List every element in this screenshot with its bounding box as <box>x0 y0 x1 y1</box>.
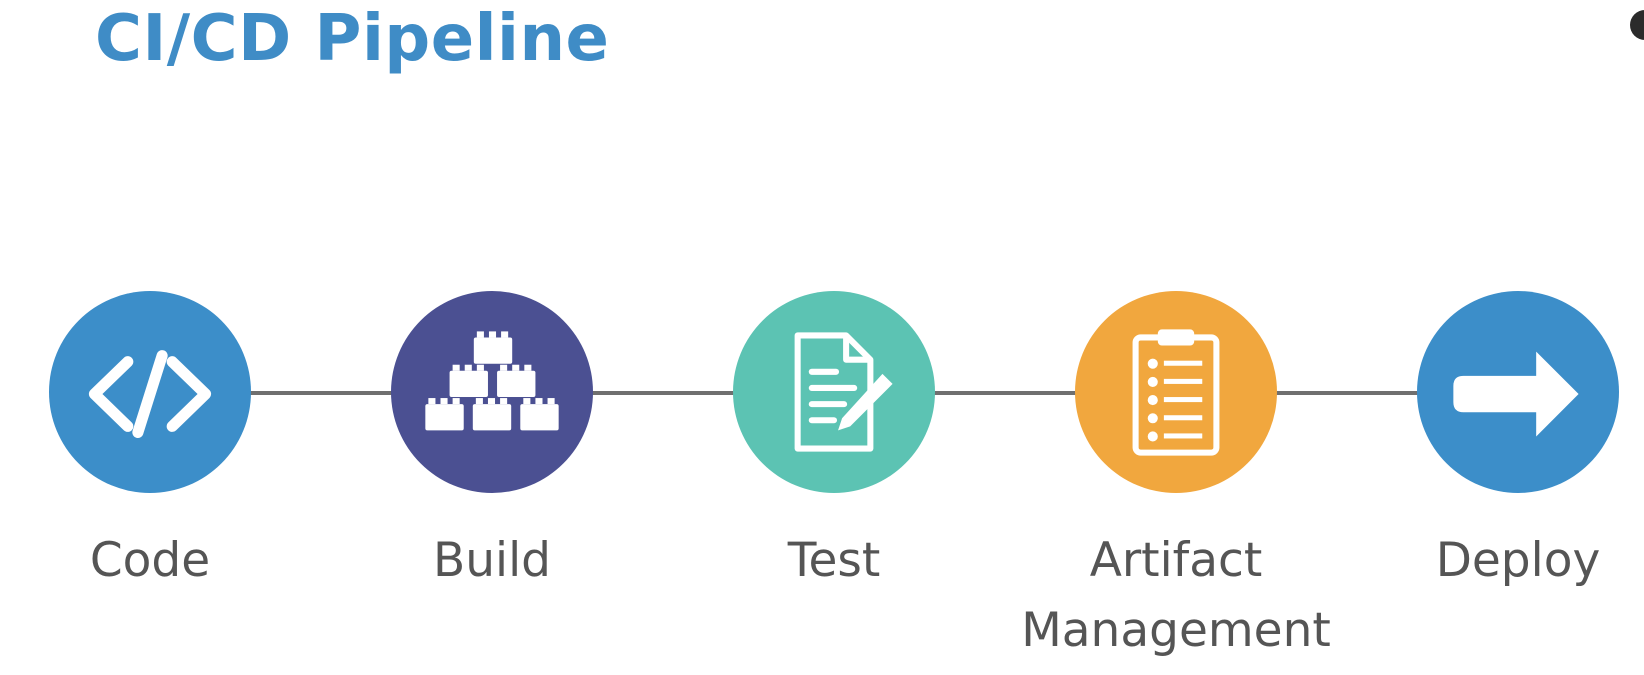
right-arrow-icon <box>1453 351 1579 437</box>
stage-label-line: Code <box>89 533 211 588</box>
stacked-blocks-icon <box>425 331 559 431</box>
stage-label-line: Test <box>787 533 881 588</box>
stage-circle <box>733 291 935 493</box>
page-title: CI/CD Pipeline <box>95 2 610 76</box>
stage-circle <box>391 291 593 493</box>
stage-build: Build <box>387 291 597 596</box>
stage-label: Test <box>729 526 939 596</box>
stage-deploy: Deploy <box>1413 291 1623 596</box>
overlay-badge <box>1630 10 1644 40</box>
stage-label-line: Deploy <box>1435 533 1601 588</box>
stage-label-line: Artifact <box>1089 533 1263 588</box>
stage-circle <box>49 291 251 493</box>
stage-code: Code <box>45 291 255 596</box>
stage-test: Test <box>729 291 939 596</box>
stage-label: Build <box>387 526 597 596</box>
stage-label-line: Management <box>1021 603 1331 658</box>
stage-label: Artifact Management <box>1021 526 1331 666</box>
stage-label: Code <box>45 526 255 596</box>
stage-artifact-management: Artifact Management <box>1021 291 1331 666</box>
stage-circle <box>1417 291 1619 493</box>
document-pencil-icon <box>794 332 893 452</box>
stage-label-line: Build <box>433 533 551 588</box>
stage-circle <box>1075 291 1277 493</box>
clipboard-checklist-icon <box>1132 329 1220 456</box>
stage-label: Deploy <box>1413 526 1623 596</box>
code-brackets-icon <box>88 350 212 438</box>
